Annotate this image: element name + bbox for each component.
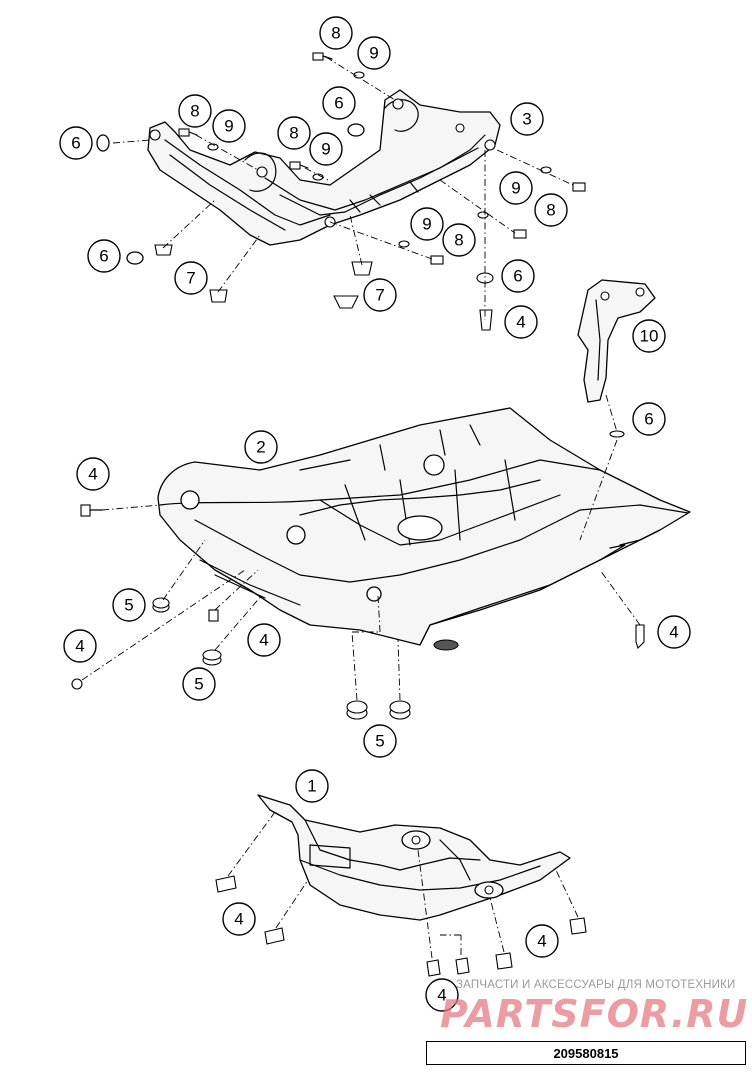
callout-label: 4 xyxy=(75,637,84,656)
callout-bubble: 9 xyxy=(357,36,391,70)
callout-bubble: 4 xyxy=(76,457,110,491)
watermark-logo: PARTSFOR.RU xyxy=(440,992,749,1036)
callout-label: 9 xyxy=(511,179,520,198)
callout-bubble: 4 xyxy=(525,924,559,958)
skid-plate-middle-fasteners xyxy=(71,439,645,720)
callout-label: 9 xyxy=(321,140,330,159)
callout-bubble: 6 xyxy=(87,239,121,273)
callout-label: 6 xyxy=(71,134,80,153)
callout-bubble: 9 xyxy=(499,171,533,205)
callout-bubble: 8 xyxy=(319,16,353,50)
skid-plate-middle xyxy=(157,407,691,651)
callout-label: 4 xyxy=(259,631,268,650)
callout-bubble: 5 xyxy=(363,724,397,758)
callout-label: 6 xyxy=(99,247,108,266)
callout-bubble: 6 xyxy=(59,126,93,160)
callout-label: 7 xyxy=(186,269,195,288)
side-bracket xyxy=(577,279,656,438)
callout-label: 8 xyxy=(331,24,340,43)
callout-label: 10 xyxy=(640,327,659,346)
callout-bubble: 8 xyxy=(442,223,476,257)
callout-bubble: 8 xyxy=(534,193,568,227)
callout-label: 3 xyxy=(522,110,531,129)
callout-label: 5 xyxy=(194,675,203,694)
callout-bubble: 1 xyxy=(295,769,329,803)
callout-label: 9 xyxy=(369,44,378,63)
callout-label: 4 xyxy=(516,313,525,332)
callout-bubble: 9 xyxy=(212,109,246,143)
callout-label: 8 xyxy=(546,201,555,220)
callout-label: 2 xyxy=(256,438,265,457)
mounting-frame xyxy=(147,89,501,246)
callout-label: 1 xyxy=(307,777,316,796)
callout-label: 6 xyxy=(644,410,653,429)
callout-label: 4 xyxy=(669,623,678,642)
callout-label: 4 xyxy=(234,910,243,929)
frame-fasteners xyxy=(96,52,586,331)
callout-bubble: 4 xyxy=(425,978,459,1012)
callout-label: 8 xyxy=(454,231,463,250)
callout-label: 7 xyxy=(375,286,384,305)
skid-plate-bottom xyxy=(257,794,571,921)
callout-label: 5 xyxy=(124,596,133,615)
watermark-caption: ЗАПЧАСТИ И АКСЕССУАРЫ ДЛЯ МОТОТЕХНИКИ xyxy=(456,979,736,991)
callout-bubble: 8 xyxy=(277,116,311,150)
callout-label: 6 xyxy=(334,94,343,113)
callout-label: 4 xyxy=(88,465,97,484)
callout-label: 8 xyxy=(190,102,199,121)
callout-bubble: 4 xyxy=(63,629,97,663)
callout-bubble: 7 xyxy=(363,278,397,312)
callout-bubble: 2 xyxy=(244,430,278,464)
callout-label: 5 xyxy=(375,732,384,751)
drawing-number-box: 209580815 xyxy=(426,1041,746,1065)
callout-bubble: 4 xyxy=(222,902,256,936)
callout-bubble: 5 xyxy=(182,667,216,701)
callout-bubble: 6 xyxy=(632,402,666,436)
callout-label: 8 xyxy=(289,124,298,143)
callout-bubble: 8 xyxy=(178,94,212,128)
drawing-number: 209580815 xyxy=(553,1045,619,1061)
callout-label: 4 xyxy=(437,986,446,1005)
callout-label: 9 xyxy=(422,215,431,234)
callout-bubble: 10 xyxy=(632,319,666,353)
callout-bubble: 6 xyxy=(322,86,356,120)
callout-label: 9 xyxy=(224,117,233,136)
callout-bubble: 9 xyxy=(410,207,444,241)
callout-bubble: 5 xyxy=(112,588,146,622)
callout-bubble: 6 xyxy=(501,259,535,293)
callout-bubble: 4 xyxy=(504,305,538,339)
callout-bubble: 9 xyxy=(309,132,343,166)
callout-bubble: 4 xyxy=(657,615,691,649)
callout-label: 6 xyxy=(513,267,522,286)
callout-bubble: 3 xyxy=(510,102,544,136)
callout-bubble: 4 xyxy=(247,623,281,657)
callout-label: 4 xyxy=(537,932,546,951)
skid-plate-bottom-fasteners xyxy=(215,811,587,977)
callouts: 8 9 6 3 8 9 6 8 9 9 8 6 7 9 8 7 6 4 10 6… xyxy=(59,16,691,1012)
callout-bubble: 7 xyxy=(174,261,208,295)
